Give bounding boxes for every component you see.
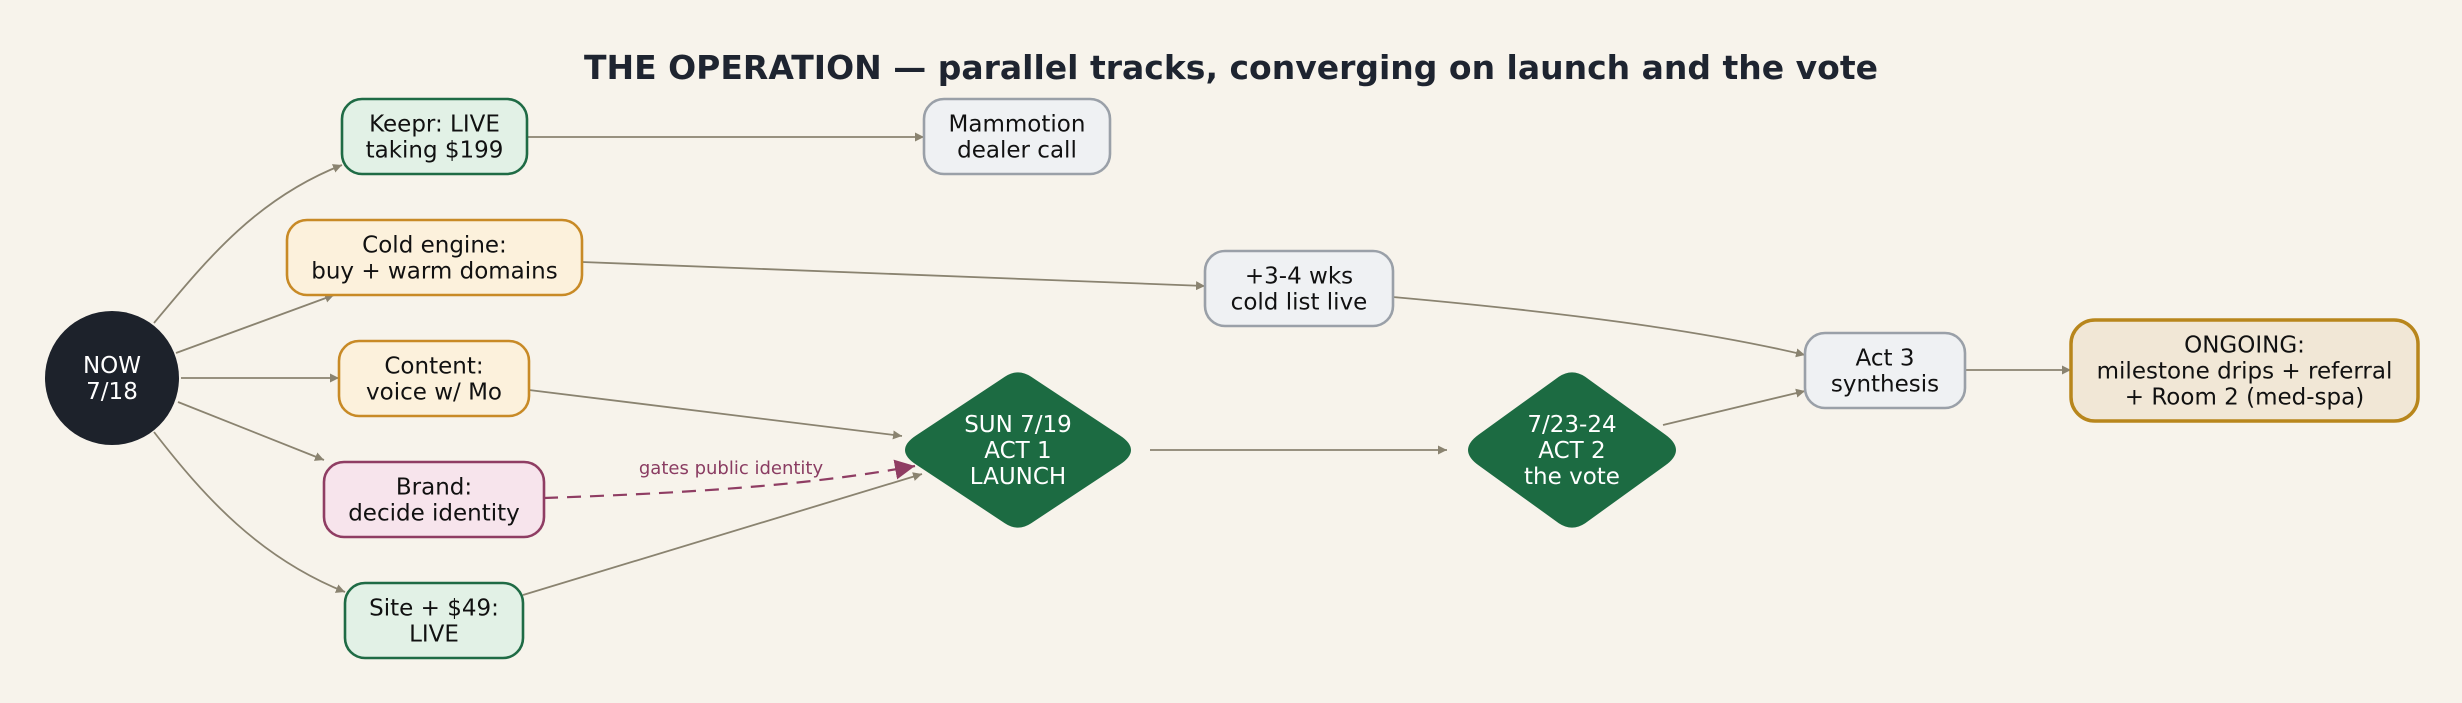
node-cold: Cold engine:buy + warm domains: [285, 218, 584, 297]
node-coldlist-label-line: cold list live: [1231, 290, 1368, 316]
edge-brand-act1: [543, 459, 916, 500]
node-site-label-line: LIVE: [409, 622, 459, 648]
edge-labels-layer: gates public identity: [639, 458, 824, 479]
node-site-label-line: Site + $49:: [369, 596, 499, 622]
node-act1-label-line: ACT 1: [984, 438, 1051, 464]
node-mammotion-shape: [922, 97, 1112, 176]
node-ongoing-label-line: ONGOING:: [2184, 333, 2305, 359]
node-site: Site + $49:LIVE: [343, 581, 525, 660]
node-mammotion-label-line: dealer call: [957, 138, 1077, 164]
node-act2-label-line: the vote: [1524, 464, 1620, 490]
edge-content-act1: [528, 389, 903, 440]
node-cold-shape: [285, 218, 584, 297]
node-cold-label-line: buy + warm domains: [311, 259, 557, 285]
edge-now-site: [153, 431, 346, 593]
node-mammotion-label-line: Mammotion: [949, 112, 1086, 138]
node-act2-label-line: 7/23-24: [1527, 412, 1616, 438]
diagram-title: THE OPERATION — parallel tracks, converg…: [584, 48, 1878, 87]
node-act3-shape: [1803, 331, 1967, 410]
node-ongoing: ONGOING:milestone drips + referral+ Room…: [2069, 318, 2420, 423]
node-content-label-line: voice w/ Mo: [366, 380, 502, 406]
edge-label-brand-act1: gates public identity: [639, 458, 824, 479]
node-brand-label-line: decide identity: [348, 501, 520, 527]
node-ongoing-label-line: + Room 2 (med-spa): [2125, 385, 2364, 411]
node-site-shape: [343, 581, 525, 660]
node-keepr-label-line: Keepr: LIVE: [369, 112, 500, 138]
node-act3-label-line: Act 3: [1856, 346, 1915, 372]
edge-now-brand: [177, 401, 325, 461]
node-act2-label-line: ACT 2: [1538, 438, 1605, 464]
edge-site-act1: [522, 472, 923, 596]
node-act3-label-line: synthesis: [1831, 372, 1939, 398]
edges-layer: [153, 132, 2071, 596]
edge-now-keepr: [153, 164, 343, 324]
node-act1-label-line: SUN 7/19: [964, 412, 1072, 438]
node-cold-label-line: Cold engine:: [362, 233, 507, 259]
node-now-label-line: 7/18: [86, 379, 138, 405]
node-content-shape: [337, 339, 531, 418]
edge-coldlist-act3: [1392, 296, 1806, 358]
edge-now-cold: [175, 293, 335, 354]
edge-cold-coldlist: [581, 261, 1206, 291]
node-brand-shape: [322, 460, 546, 539]
node-act1-label-line: LAUNCH: [970, 464, 1066, 490]
node-act1-shape: [905, 372, 1131, 528]
node-content-label-line: Content:: [384, 354, 483, 380]
node-now-shape: [45, 311, 179, 445]
edge-act2-act3: [1662, 388, 1806, 426]
node-ongoing-label-line: milestone drips + referral: [2097, 359, 2393, 385]
node-brand-label-line: Brand:: [396, 475, 472, 501]
node-act2-shape: [1468, 372, 1676, 528]
node-coldlist-shape: [1203, 249, 1395, 328]
node-keepr-shape: [340, 97, 529, 176]
node-brand: Brand:decide identity: [322, 460, 546, 539]
node-now-label-line: NOW: [83, 353, 141, 379]
node-ongoing-shape: [2069, 318, 2420, 423]
node-keepr-label-line: taking $199: [366, 138, 504, 164]
node-content: Content:voice w/ Mo: [337, 339, 531, 418]
node-coldlist-label-line: +3-4 wks: [1245, 264, 1353, 290]
